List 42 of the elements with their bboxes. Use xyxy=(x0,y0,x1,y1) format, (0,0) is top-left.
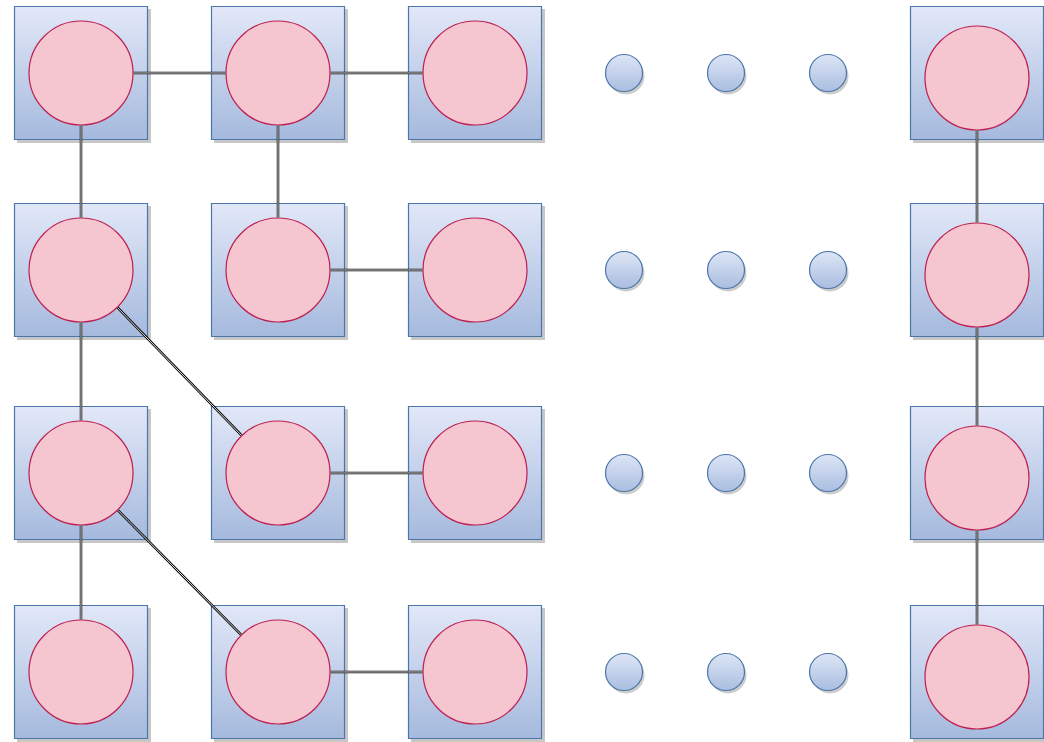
circle xyxy=(225,619,331,725)
dot xyxy=(808,53,849,95)
connector-line xyxy=(276,125,280,218)
connector-line xyxy=(117,509,242,636)
connector-line xyxy=(79,125,83,218)
dot xyxy=(604,652,645,694)
circle xyxy=(422,619,528,725)
connector-line xyxy=(975,530,979,625)
circle xyxy=(28,420,134,526)
dot xyxy=(808,250,849,292)
connector-line xyxy=(79,322,83,421)
circle xyxy=(422,420,528,526)
circle xyxy=(924,425,1030,531)
circle xyxy=(28,217,134,323)
connector-line xyxy=(133,71,226,75)
dot xyxy=(808,453,849,495)
connector-line xyxy=(330,471,423,475)
circle xyxy=(924,624,1030,730)
circle xyxy=(28,619,134,725)
connector-line xyxy=(330,71,423,75)
dot xyxy=(706,652,747,694)
dot xyxy=(706,53,747,95)
connector-line xyxy=(975,130,979,223)
connector-line xyxy=(975,327,979,426)
circle xyxy=(422,217,528,323)
circle xyxy=(225,420,331,526)
circle xyxy=(225,20,331,126)
circle xyxy=(422,20,528,126)
dot xyxy=(706,250,747,292)
connector-line xyxy=(330,670,423,674)
dot xyxy=(604,250,645,292)
dot xyxy=(604,453,645,495)
circle xyxy=(225,217,331,323)
dot xyxy=(808,652,849,694)
connector-line xyxy=(79,525,83,620)
connector-line xyxy=(116,306,243,437)
circle xyxy=(924,25,1030,131)
connector-line xyxy=(330,268,423,272)
circle xyxy=(28,20,134,126)
circle xyxy=(924,222,1030,328)
dot xyxy=(604,53,645,95)
dot xyxy=(706,453,747,495)
